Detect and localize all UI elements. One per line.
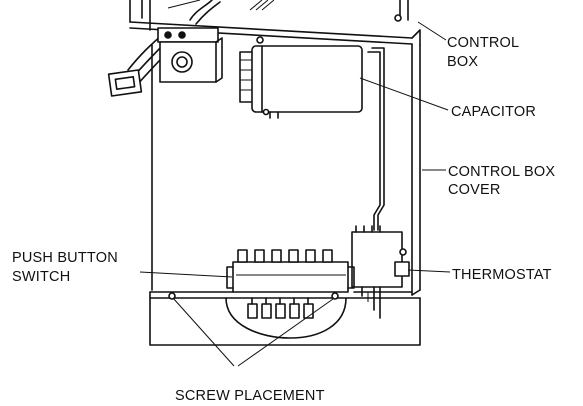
thermostat-wire [367,47,385,231]
control-box-housing [151,43,421,296]
switch-terminals [247,297,314,319]
screw-right [331,292,339,300]
label-control-box-cover-line1: CONTROL BOX [448,164,555,180]
leader-push-button-switch [139,271,233,278]
junction-box [159,37,223,83]
leader-screw-right [237,298,334,367]
labels: CONTROL BOX CAPACITOR CONTROL BOX COVER … [12,35,555,404]
leader-lines [139,21,451,367]
label-control-box-cover-line2: COVER [448,182,501,198]
label-push-button-switch-line1: PUSH BUTTON [12,250,118,266]
leader-control-box [417,21,447,41]
capacitor [239,45,363,119]
label-screw-placement: SCREW PLACEMENT [175,388,325,404]
label-capacitor: CAPACITOR [451,104,536,120]
push-button-switch [226,249,355,293]
thermostat [351,225,410,319]
screws [168,292,339,300]
label-control-box-line1: CONTROL [447,35,519,51]
label-thermostat: THERMOSTAT [452,267,552,283]
leader-screw-left [172,297,235,367]
leader-capacitor [359,77,449,111]
leader-thermostat [407,269,451,273]
lower-shelf [149,291,421,346]
label-push-button-switch-line2: SWITCH [12,269,70,285]
label-control-box-line2: BOX [447,54,478,70]
screw-left [168,292,176,300]
